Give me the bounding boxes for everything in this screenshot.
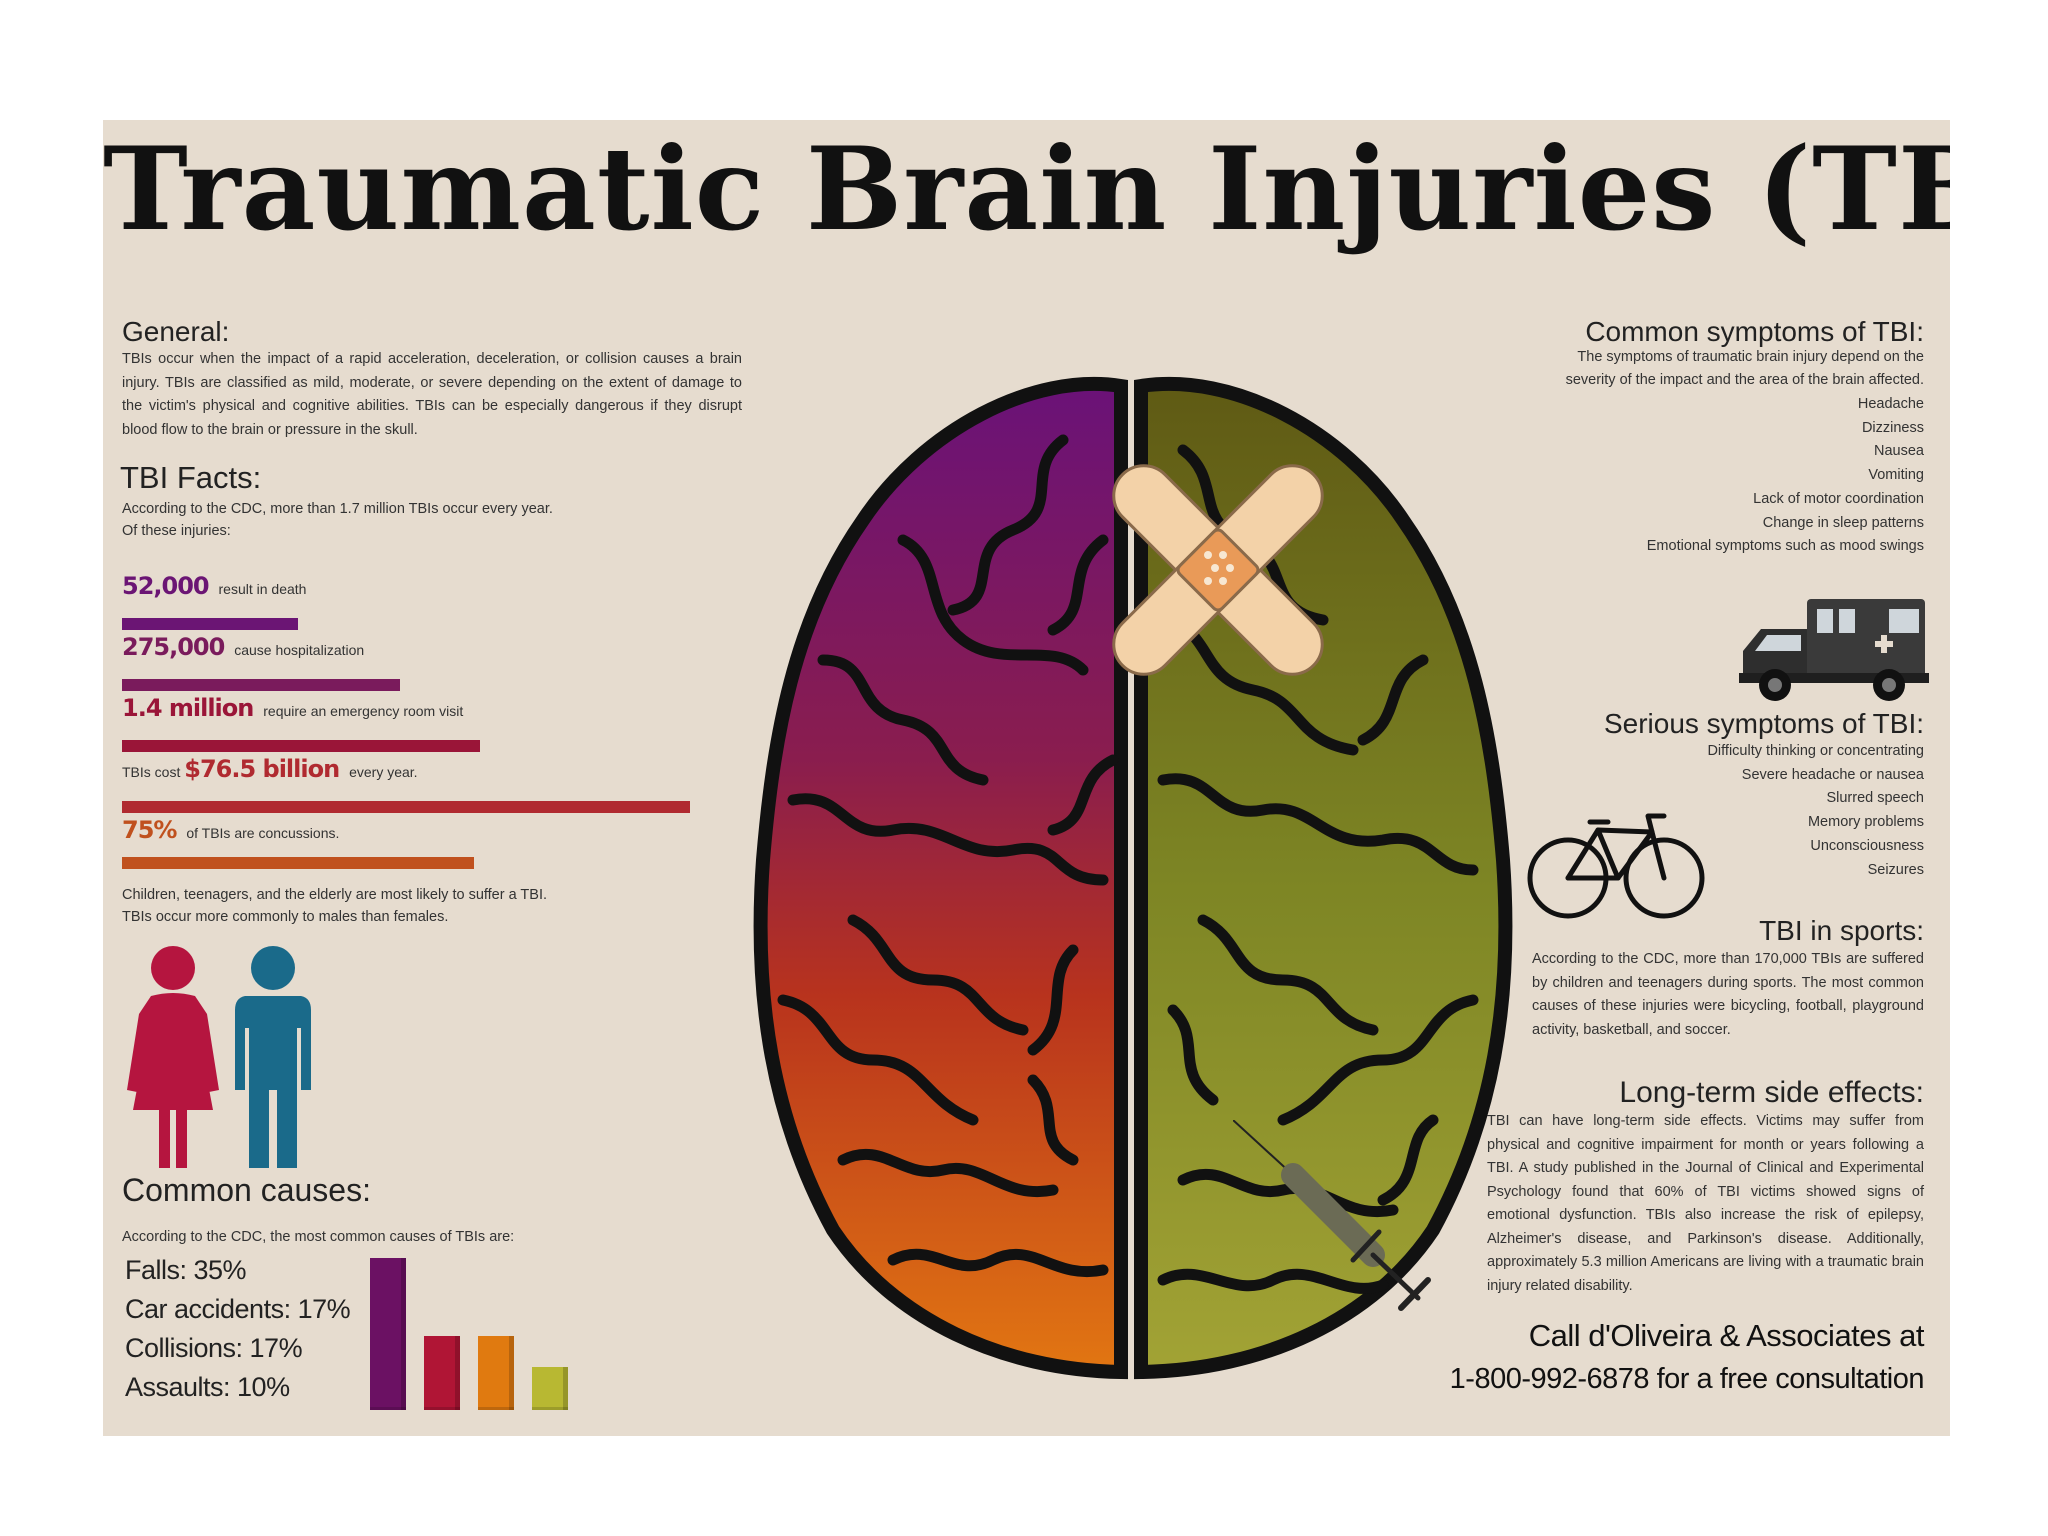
cause-item-assaults: Assaults: 10% (125, 1372, 290, 1402)
serious-item: Difficulty thinking or concentrating (1707, 743, 1924, 759)
serious-item: Unconsciousness (1810, 837, 1924, 854)
male-figure-icon (235, 946, 311, 1168)
symptom-item: Change in sleep patterns (1762, 514, 1924, 531)
stat-concussions: 75% of TBIs are concussions. (122, 816, 339, 844)
longterm-text: TBI can have long-term side effects. Vic… (1487, 1113, 1924, 1294)
stat-number: 1.4 million (122, 694, 254, 722)
symptom-item: Nausea (1874, 443, 1924, 460)
bandage-icon (1112, 464, 1324, 676)
causes-heading: Common causes: (122, 1172, 371, 1208)
serious-item: Seizures (1867, 861, 1924, 878)
stat-bar-hospitalization (122, 679, 400, 691)
stat-text: result in death (218, 581, 307, 597)
cause-bar-1 (424, 1336, 460, 1410)
female-figure-icon (127, 946, 219, 1168)
stat-prefix: TBIs cost (122, 764, 181, 780)
stat-text: cause hospitalization (234, 642, 365, 658)
demographics-2: TBIs occur more commonly to males than f… (122, 909, 449, 925)
cta-phone: 1-800-992-6878 for a free consultation (1449, 1363, 1925, 1395)
stat-bar-cost (122, 801, 690, 813)
symptom-item: Headache (1857, 396, 1924, 412)
facts-intro-1: According to the CDC, more than 1.7 mill… (122, 501, 553, 517)
general-heading: General: (122, 316, 230, 347)
symptoms-text-1: The symptoms of traumatic brain injury d… (1577, 349, 1924, 365)
stat-bar-deaths (122, 618, 298, 630)
serious-item: Severe headache or nausea (1741, 766, 1924, 783)
general-text: TBIs occur when the impact of a rapid ac… (122, 351, 742, 438)
cta-line-1: Call d'Oliveira & Associates at (1528, 1318, 1925, 1353)
stat-bar-concussions (122, 857, 474, 869)
stat-text: of TBIs are concussions. (186, 825, 340, 841)
sports-heading: TBI in sports: (1759, 915, 1924, 946)
symptom-item: Emotional symptoms such as mood swings (1646, 538, 1924, 555)
bicycle-icon (1527, 813, 1705, 919)
stat-number: $76.5 billion (184, 755, 340, 783)
stat-emergency: 1.4 million require an emergency room vi… (122, 694, 463, 722)
stat-number: 52,000 (122, 572, 210, 600)
syringe-icon (1233, 1120, 1431, 1311)
facts-heading: TBI Facts: (120, 460, 262, 495)
infographic-poster: Traumatic Brain Injuries (TBI) General: … (103, 120, 1950, 1436)
symptoms-text-2: severity of the impact and the area of t… (1565, 372, 1924, 388)
causes-bar-chart (370, 1258, 590, 1410)
cause-item-collisions: Collisions: 17% (125, 1333, 303, 1363)
stat-number: 75% (122, 816, 177, 844)
serious-item: Memory problems (1807, 814, 1924, 831)
serious-heading: Serious symptoms of TBI: (1603, 708, 1924, 739)
stat-text: every year. (349, 764, 418, 780)
cause-bar-3 (532, 1367, 568, 1410)
brain-illustration (753, 376, 1513, 1380)
serious-list: Difficulty thinking or concentrating Sev… (1707, 740, 1924, 882)
demographics-1: Children, teenagers, and the elderly are… (122, 887, 548, 903)
stat-cost: TBIs cost $76.5 billion every year. (122, 755, 418, 783)
stat-text: require an emergency room visit (263, 703, 464, 719)
longterm-heading: Long-term side effects: (1619, 1076, 1924, 1109)
symptom-item: Lack of motor coordination (1753, 490, 1924, 507)
symptoms-list: Headache Dizziness Nausea Vomiting Lack … (1647, 393, 1924, 559)
causes-intro: According to the CDC, the most common ca… (122, 1229, 515, 1245)
symptoms-heading: Common symptoms of TBI: (1585, 316, 1924, 347)
stat-bar-emergency (122, 740, 480, 752)
stat-hospitalization: 275,000 cause hospitalization (122, 633, 364, 661)
stat-number: 275,000 (122, 633, 225, 661)
ambulance-icon (1739, 599, 1929, 701)
cause-bar-0 (370, 1258, 406, 1410)
symptom-item: Dizziness (1861, 419, 1924, 436)
serious-item: Slurred speech (1826, 790, 1924, 807)
cause-item-falls: Falls: 35% (125, 1255, 247, 1285)
facts-intro-2: Of these injuries: (122, 523, 231, 539)
cause-item-car-accidents: Car accidents: 17% (125, 1294, 351, 1324)
sports-text: According to the CDC, more than 170,000 … (1532, 951, 1924, 1038)
stat-deaths: 52,000 result in death (122, 572, 306, 600)
symptom-item: Vomiting (1868, 467, 1924, 484)
cause-bar-2 (478, 1336, 514, 1410)
page-title: Traumatic Brain Injuries (TBI) (103, 122, 1950, 256)
